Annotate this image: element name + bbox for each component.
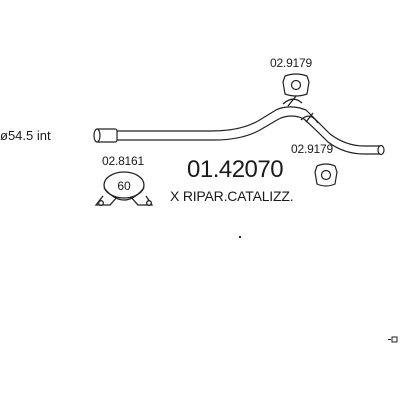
rubber-hanger-right: [314, 163, 338, 187]
hanger-right-code: 02.9179: [291, 142, 333, 156]
hanger-top-code: 02.9179: [270, 56, 312, 70]
pipe-outlet-end: [377, 144, 385, 156]
pipe-hanger-bracket-upper: [282, 95, 303, 107]
pipe-inlet-end: [93, 128, 118, 143]
part-number: 01.42070: [187, 156, 284, 183]
stray-mark: [239, 236, 241, 238]
exhaust-pipe: [103, 106, 381, 155]
clamp-size-label: 60: [117, 179, 131, 193]
corner-mark: [388, 336, 398, 343]
exhaust-clamp: [94, 171, 154, 206]
diameter-label: ø54.5 int: [0, 128, 51, 143]
part-description: X RIPAR.CATALIZZ.: [170, 188, 294, 204]
clamp-code: 02.8161: [102, 154, 144, 168]
rubber-hanger-top: [282, 73, 310, 97]
pipe-hanger-bracket-lower: [300, 112, 319, 124]
